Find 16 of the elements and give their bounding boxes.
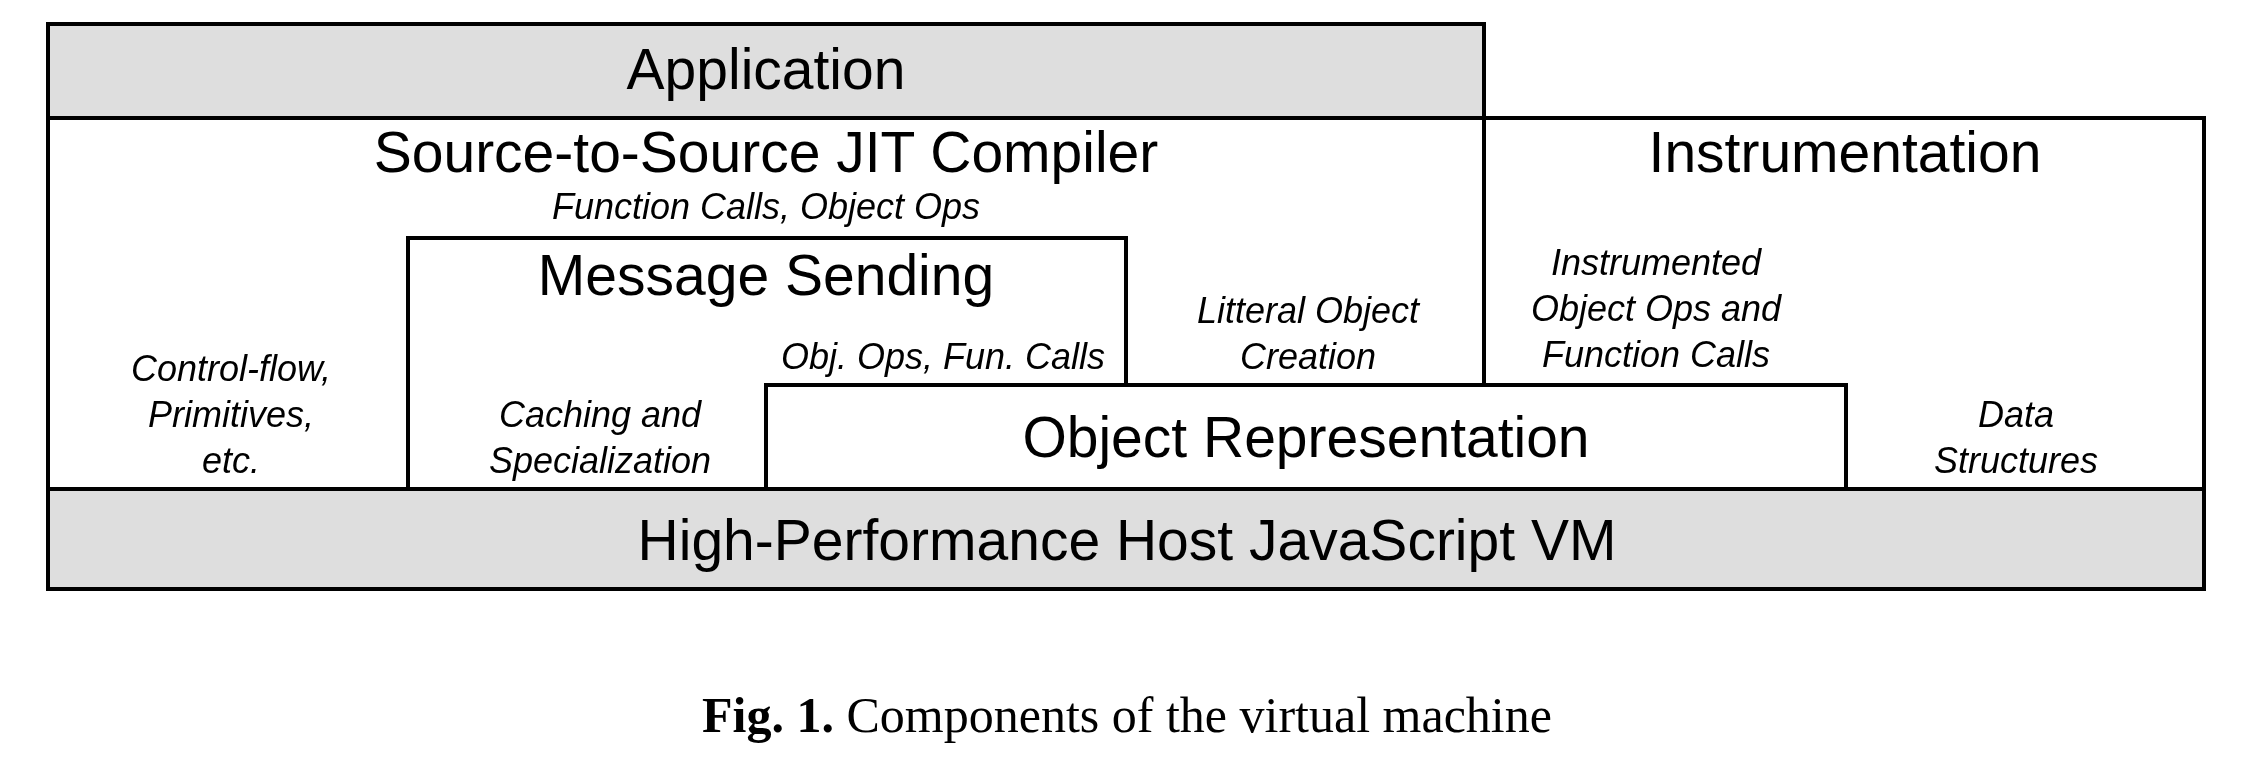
component-note: Control-flow, Primitives, etc. bbox=[129, 347, 333, 483]
component-note: Caching and Specialization bbox=[487, 393, 713, 483]
component-title: Instrumentation bbox=[1648, 120, 2042, 185]
component-note: Data Structures bbox=[1932, 393, 2100, 483]
component-title: Object Representation bbox=[1022, 405, 1590, 470]
component-note: Instrumented Object Ops and Function Calls bbox=[1529, 241, 1783, 377]
component-box bbox=[46, 487, 2206, 591]
component-title: Application bbox=[626, 37, 906, 102]
component-note: Litteral Object Creation bbox=[1195, 289, 1422, 379]
component-title: High-Performance Host JavaScript VM bbox=[637, 508, 1617, 573]
component-note: Function Calls, Object Ops bbox=[551, 185, 981, 229]
component-title: Source-to-Source JIT Compiler bbox=[373, 120, 1159, 185]
component-title: Message Sending bbox=[537, 243, 995, 308]
component-note: Obj. Ops, Fun. Calls bbox=[780, 335, 1106, 379]
component-box bbox=[764, 383, 1848, 491]
figure-caption: Fig. 1. Components of the virtual machine bbox=[702, 686, 1552, 745]
